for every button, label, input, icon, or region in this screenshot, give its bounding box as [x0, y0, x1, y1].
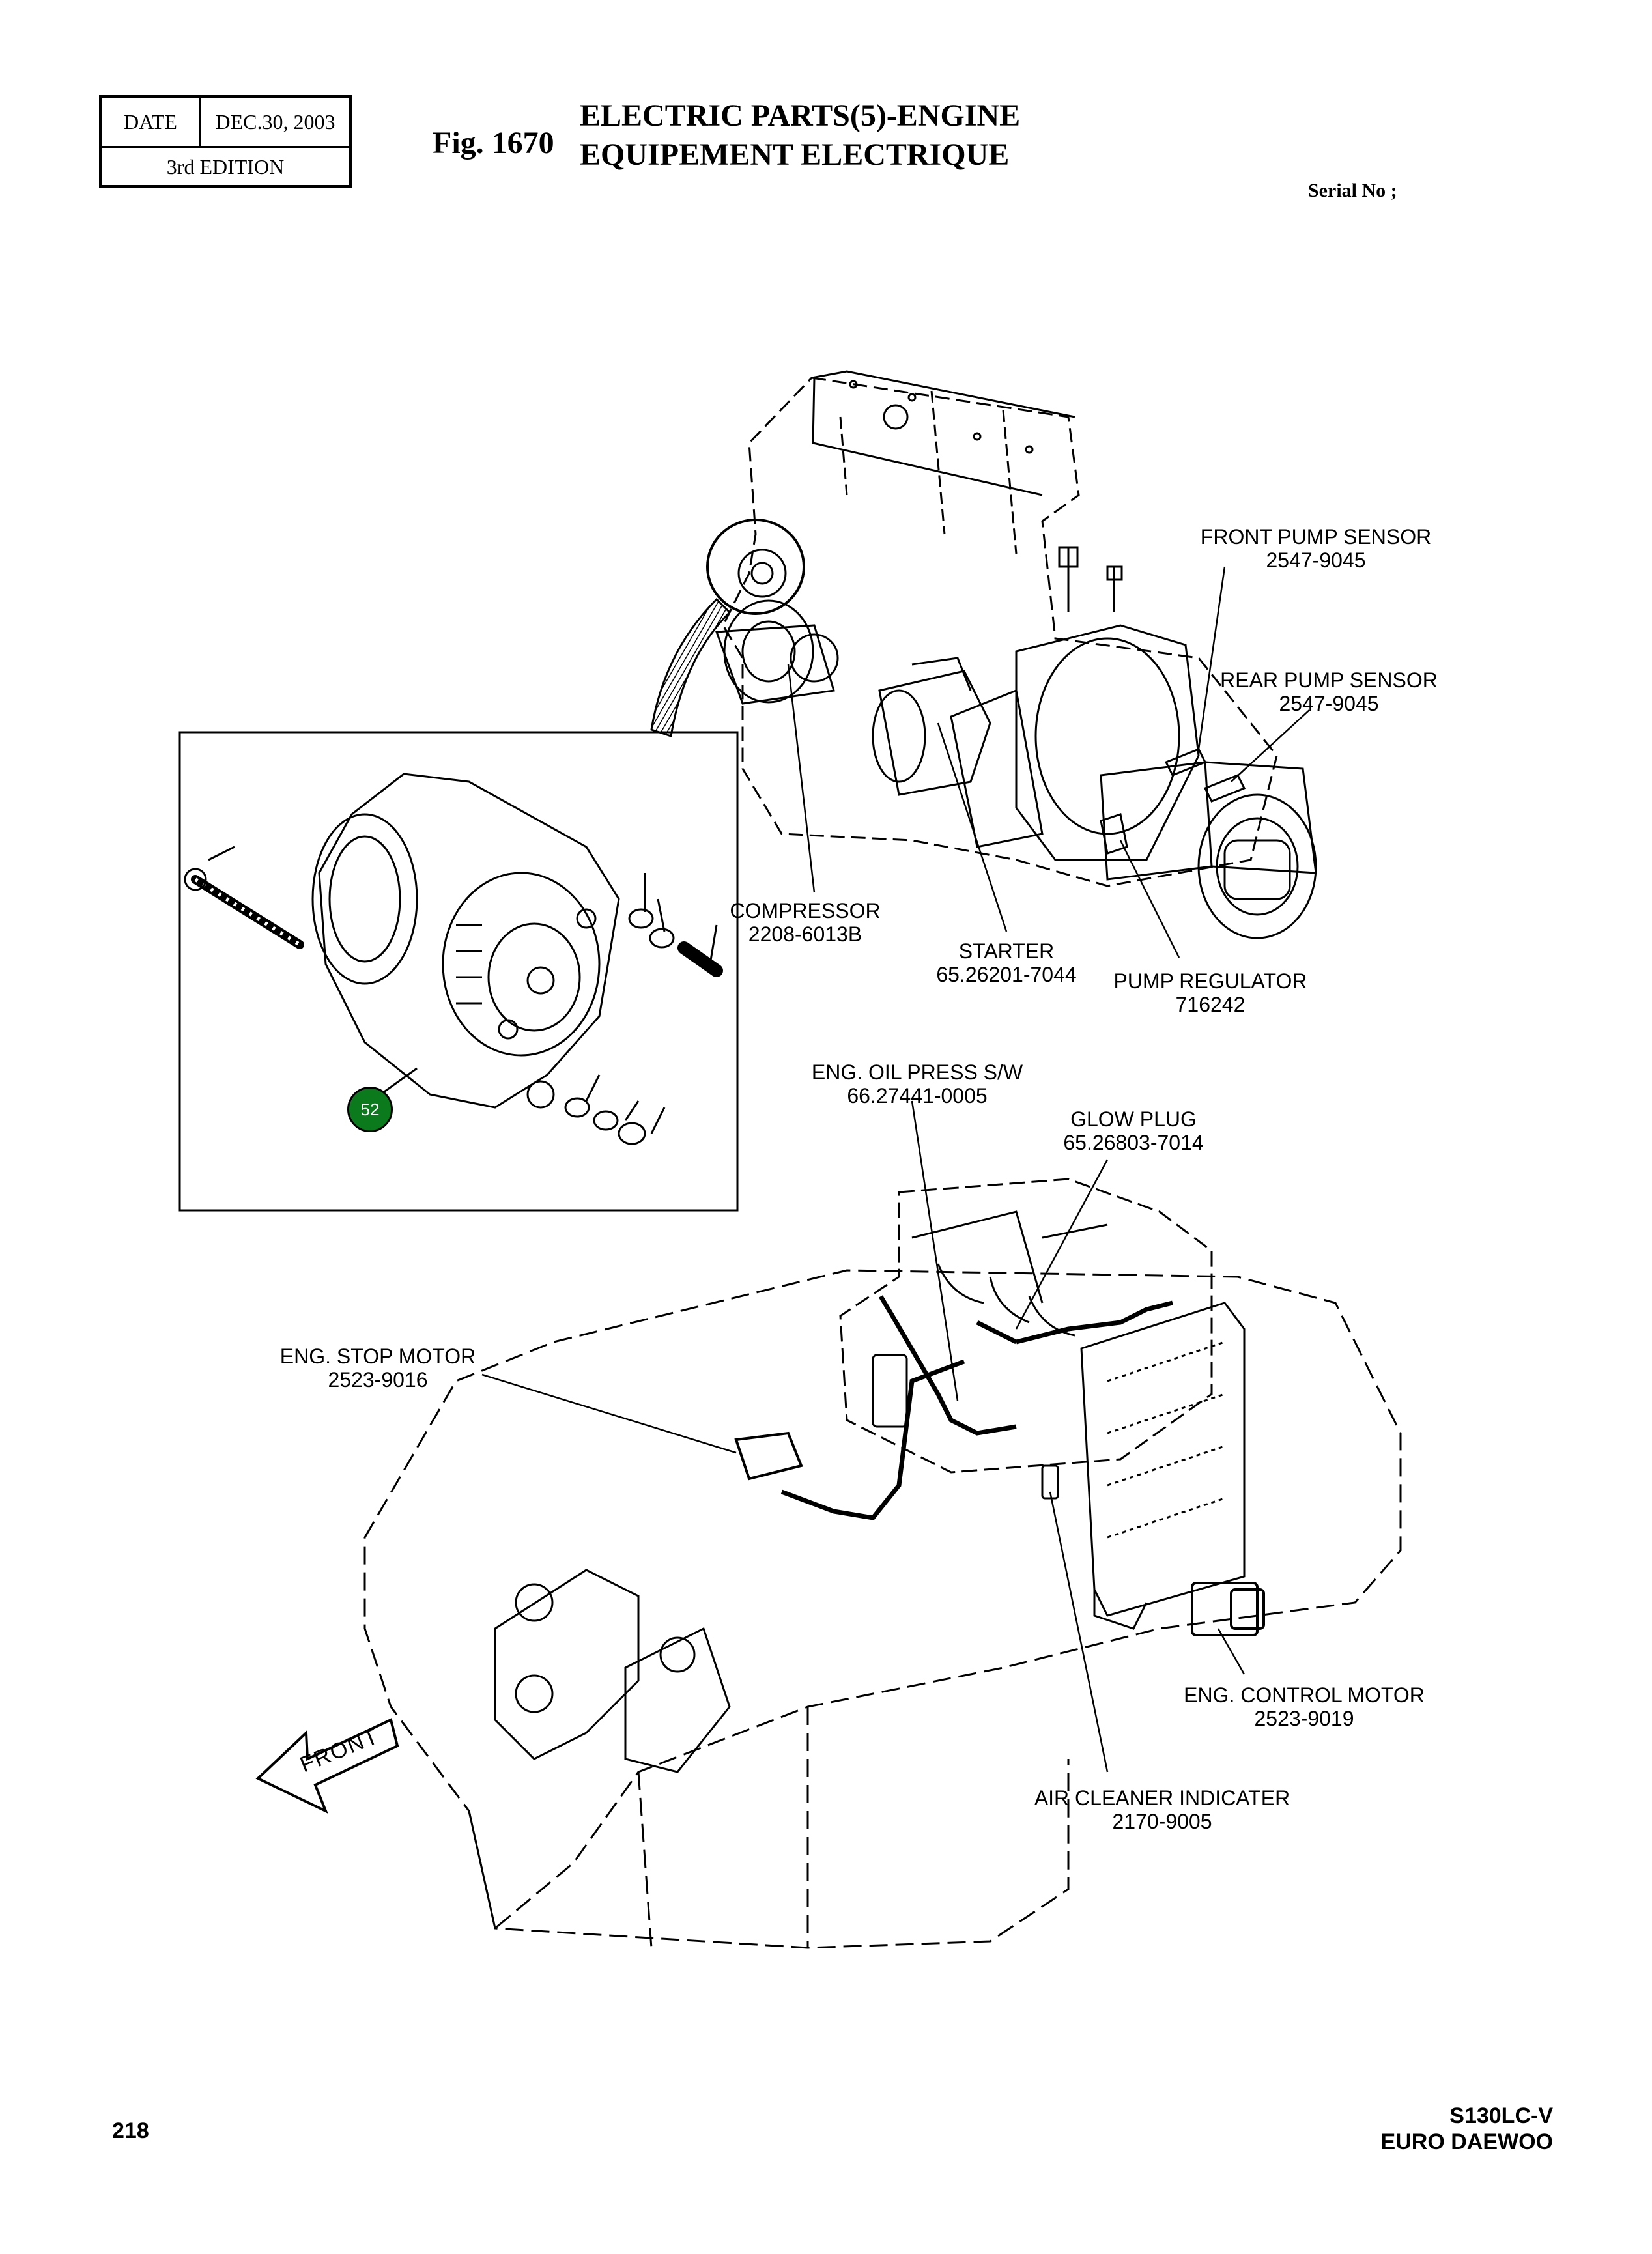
part-label-starter: STARTER 65.26201-7044: [936, 939, 1076, 986]
edition-box: DATE DEC.30, 2003 3rd EDITION: [99, 95, 352, 188]
part-label-eng-control-motor: ENG. CONTROL MOTOR 2523-9019: [1184, 1683, 1425, 1730]
alternator-inset: [178, 731, 739, 1212]
part-code: 66.27441-0005: [847, 1084, 988, 1107]
date-row: DATE DEC.30, 2003: [102, 98, 349, 148]
part-name: REAR PUMP SENSOR: [1220, 668, 1438, 692]
part-name: PUMP REGULATOR: [1113, 969, 1307, 993]
part-name: AIR CLEANER INDICATER: [1034, 1786, 1290, 1810]
brand-name: EURO DAEWOO: [1380, 2130, 1553, 2154]
edition-label: 3rd EDITION: [166, 154, 285, 178]
callout-badge: 52: [347, 1087, 393, 1132]
part-name: ENG. OIL PRESS S/W: [811, 1061, 1023, 1084]
part-code: 65.26803-7014: [1063, 1131, 1204, 1154]
part-code: 2170-9005: [1112, 1810, 1212, 1833]
part-label-glow-plug: GLOW PLUG 65.26803-7014: [1063, 1107, 1203, 1154]
part-label-air-cleaner-indicater: AIR CLEANER INDICATER 2170-9005: [1034, 1786, 1290, 1833]
part-name: STARTER: [958, 939, 1055, 963]
part-code: 2208-6013B: [748, 922, 862, 946]
serial-number-label: Serial No ;: [1308, 180, 1397, 201]
figure-number: Fig. 1670: [433, 126, 554, 160]
part-name: COMPRESSOR: [730, 899, 881, 922]
part-label-pump-regulator: PUMP REGULATOR 716242: [1114, 969, 1307, 1016]
part-name: FRONT PUMP SENSOR: [1200, 525, 1432, 549]
part-label-eng-stop-motor: ENG. STOP MOTOR 2523-9016: [280, 1345, 476, 1391]
footer-model: S130LC-V EURO DAEWOO: [1381, 2103, 1553, 2155]
lower-machine-drawing: [363, 1178, 1402, 1949]
part-name: ENG. CONTROL MOTOR: [1184, 1683, 1425, 1707]
date-value: DEC.30, 2003: [215, 109, 335, 134]
part-code: 65.26201-7044: [936, 963, 1077, 986]
part-label-rear-pump-sensor: REAR PUMP SENSOR 2547-9045: [1220, 668, 1438, 715]
part-label-eng-oil-press-sw: ENG. OIL PRESS S/W 66.27441-0005: [812, 1061, 1023, 1107]
part-code: 2547-9045: [1279, 692, 1379, 715]
part-code: 716242: [1175, 993, 1246, 1016]
model-name: S130LC-V: [1449, 2104, 1553, 2128]
part-code: 2523-9016: [328, 1368, 428, 1391]
front-arrow: [255, 1718, 399, 1814]
part-name: ENG. STOP MOTOR: [279, 1345, 476, 1368]
part-code: 2523-9019: [1254, 1707, 1354, 1730]
part-label-compressor: COMPRESSOR 2208-6013B: [730, 899, 880, 946]
part-label-front-pump-sensor: FRONT PUMP SENSOR 2547-9045: [1201, 525, 1431, 572]
date-label: DATE: [102, 98, 201, 146]
page-number: 218: [112, 2118, 149, 2143]
part-name: GLOW PLUG: [1070, 1107, 1197, 1131]
part-code: 2547-9045: [1266, 549, 1366, 572]
upper-engine-drawing: [650, 370, 1317, 939]
figure-title-en: ELECTRIC PARTS(5)-ENGINE: [580, 98, 1021, 133]
leader-lines: [481, 566, 1310, 1773]
figure-title-fr: EQUIPEMENT ELECTRIQUE: [580, 137, 1010, 172]
